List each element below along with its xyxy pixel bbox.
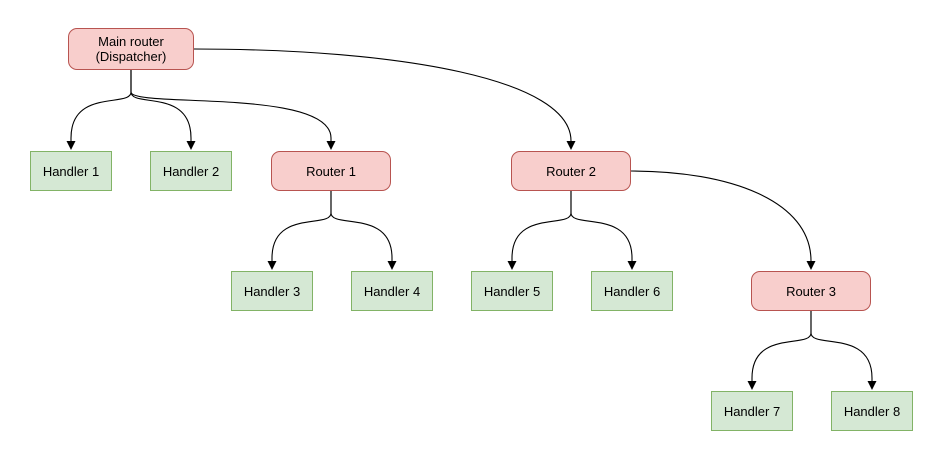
edge-router-2-router-3-arrowhead	[806, 261, 816, 270]
edge-main-router-2	[193, 48, 572, 142]
edge-router-2-router-3	[630, 170, 812, 262]
node-label: Main router (Dispatcher)	[95, 34, 167, 64]
node-handler-2[interactable]: Handler 2	[150, 151, 232, 191]
node-label: Handler 8	[843, 403, 901, 419]
node-label: Handler 3	[243, 283, 301, 299]
edge-router-3-handler-8	[810, 310, 873, 382]
edge-router-3-handler-7	[751, 310, 812, 382]
edge-router-2-handler-6	[570, 190, 633, 262]
node-label: Handler 2	[162, 163, 220, 179]
edge-main-router-1	[130, 69, 332, 142]
node-router-3[interactable]: Router 3	[751, 271, 871, 311]
edge-router-1-handler-4-arrowhead	[387, 261, 397, 270]
node-router-1[interactable]: Router 1	[271, 151, 391, 191]
edge-main-router-1-arrowhead	[326, 141, 336, 150]
edge-main-handler-2	[130, 69, 192, 142]
edge-router-2-handler-5	[511, 190, 572, 262]
edge-router-2-handler-6-arrowhead	[627, 261, 637, 270]
node-handler-6[interactable]: Handler 6	[591, 271, 673, 311]
node-label: Router 3	[786, 283, 836, 299]
node-label: Handler 4	[363, 283, 421, 299]
node-handler-1[interactable]: Handler 1	[30, 151, 112, 191]
node-label: Handler 5	[483, 283, 541, 299]
node-label: Handler 6	[603, 283, 661, 299]
edge-router-1-handler-3-arrowhead	[267, 261, 277, 270]
edge-router-3-handler-8-arrowhead	[867, 381, 877, 390]
node-handler-7[interactable]: Handler 7	[711, 391, 793, 431]
node-router-2[interactable]: Router 2	[511, 151, 631, 191]
node-handler-4[interactable]: Handler 4	[351, 271, 433, 311]
node-main-router[interactable]: Main router (Dispatcher)	[68, 28, 194, 70]
edge-main-router-2-arrowhead	[566, 141, 576, 150]
node-label: Handler 1	[42, 163, 100, 179]
node-label: Router 1	[306, 163, 356, 179]
edge-router-3-handler-7-arrowhead	[747, 381, 757, 390]
edge-main-handler-1-arrowhead	[66, 141, 76, 150]
node-label: Router 2	[546, 163, 596, 179]
node-label: Handler 7	[723, 403, 781, 419]
edge-router-1-handler-4	[330, 190, 393, 262]
node-handler-3[interactable]: Handler 3	[231, 271, 313, 311]
node-handler-5[interactable]: Handler 5	[471, 271, 553, 311]
edge-router-1-handler-3	[271, 190, 332, 262]
node-handler-8[interactable]: Handler 8	[831, 391, 913, 431]
edge-main-handler-1	[70, 69, 132, 142]
edge-router-2-handler-5-arrowhead	[507, 261, 517, 270]
edge-main-handler-2-arrowhead	[186, 141, 196, 150]
